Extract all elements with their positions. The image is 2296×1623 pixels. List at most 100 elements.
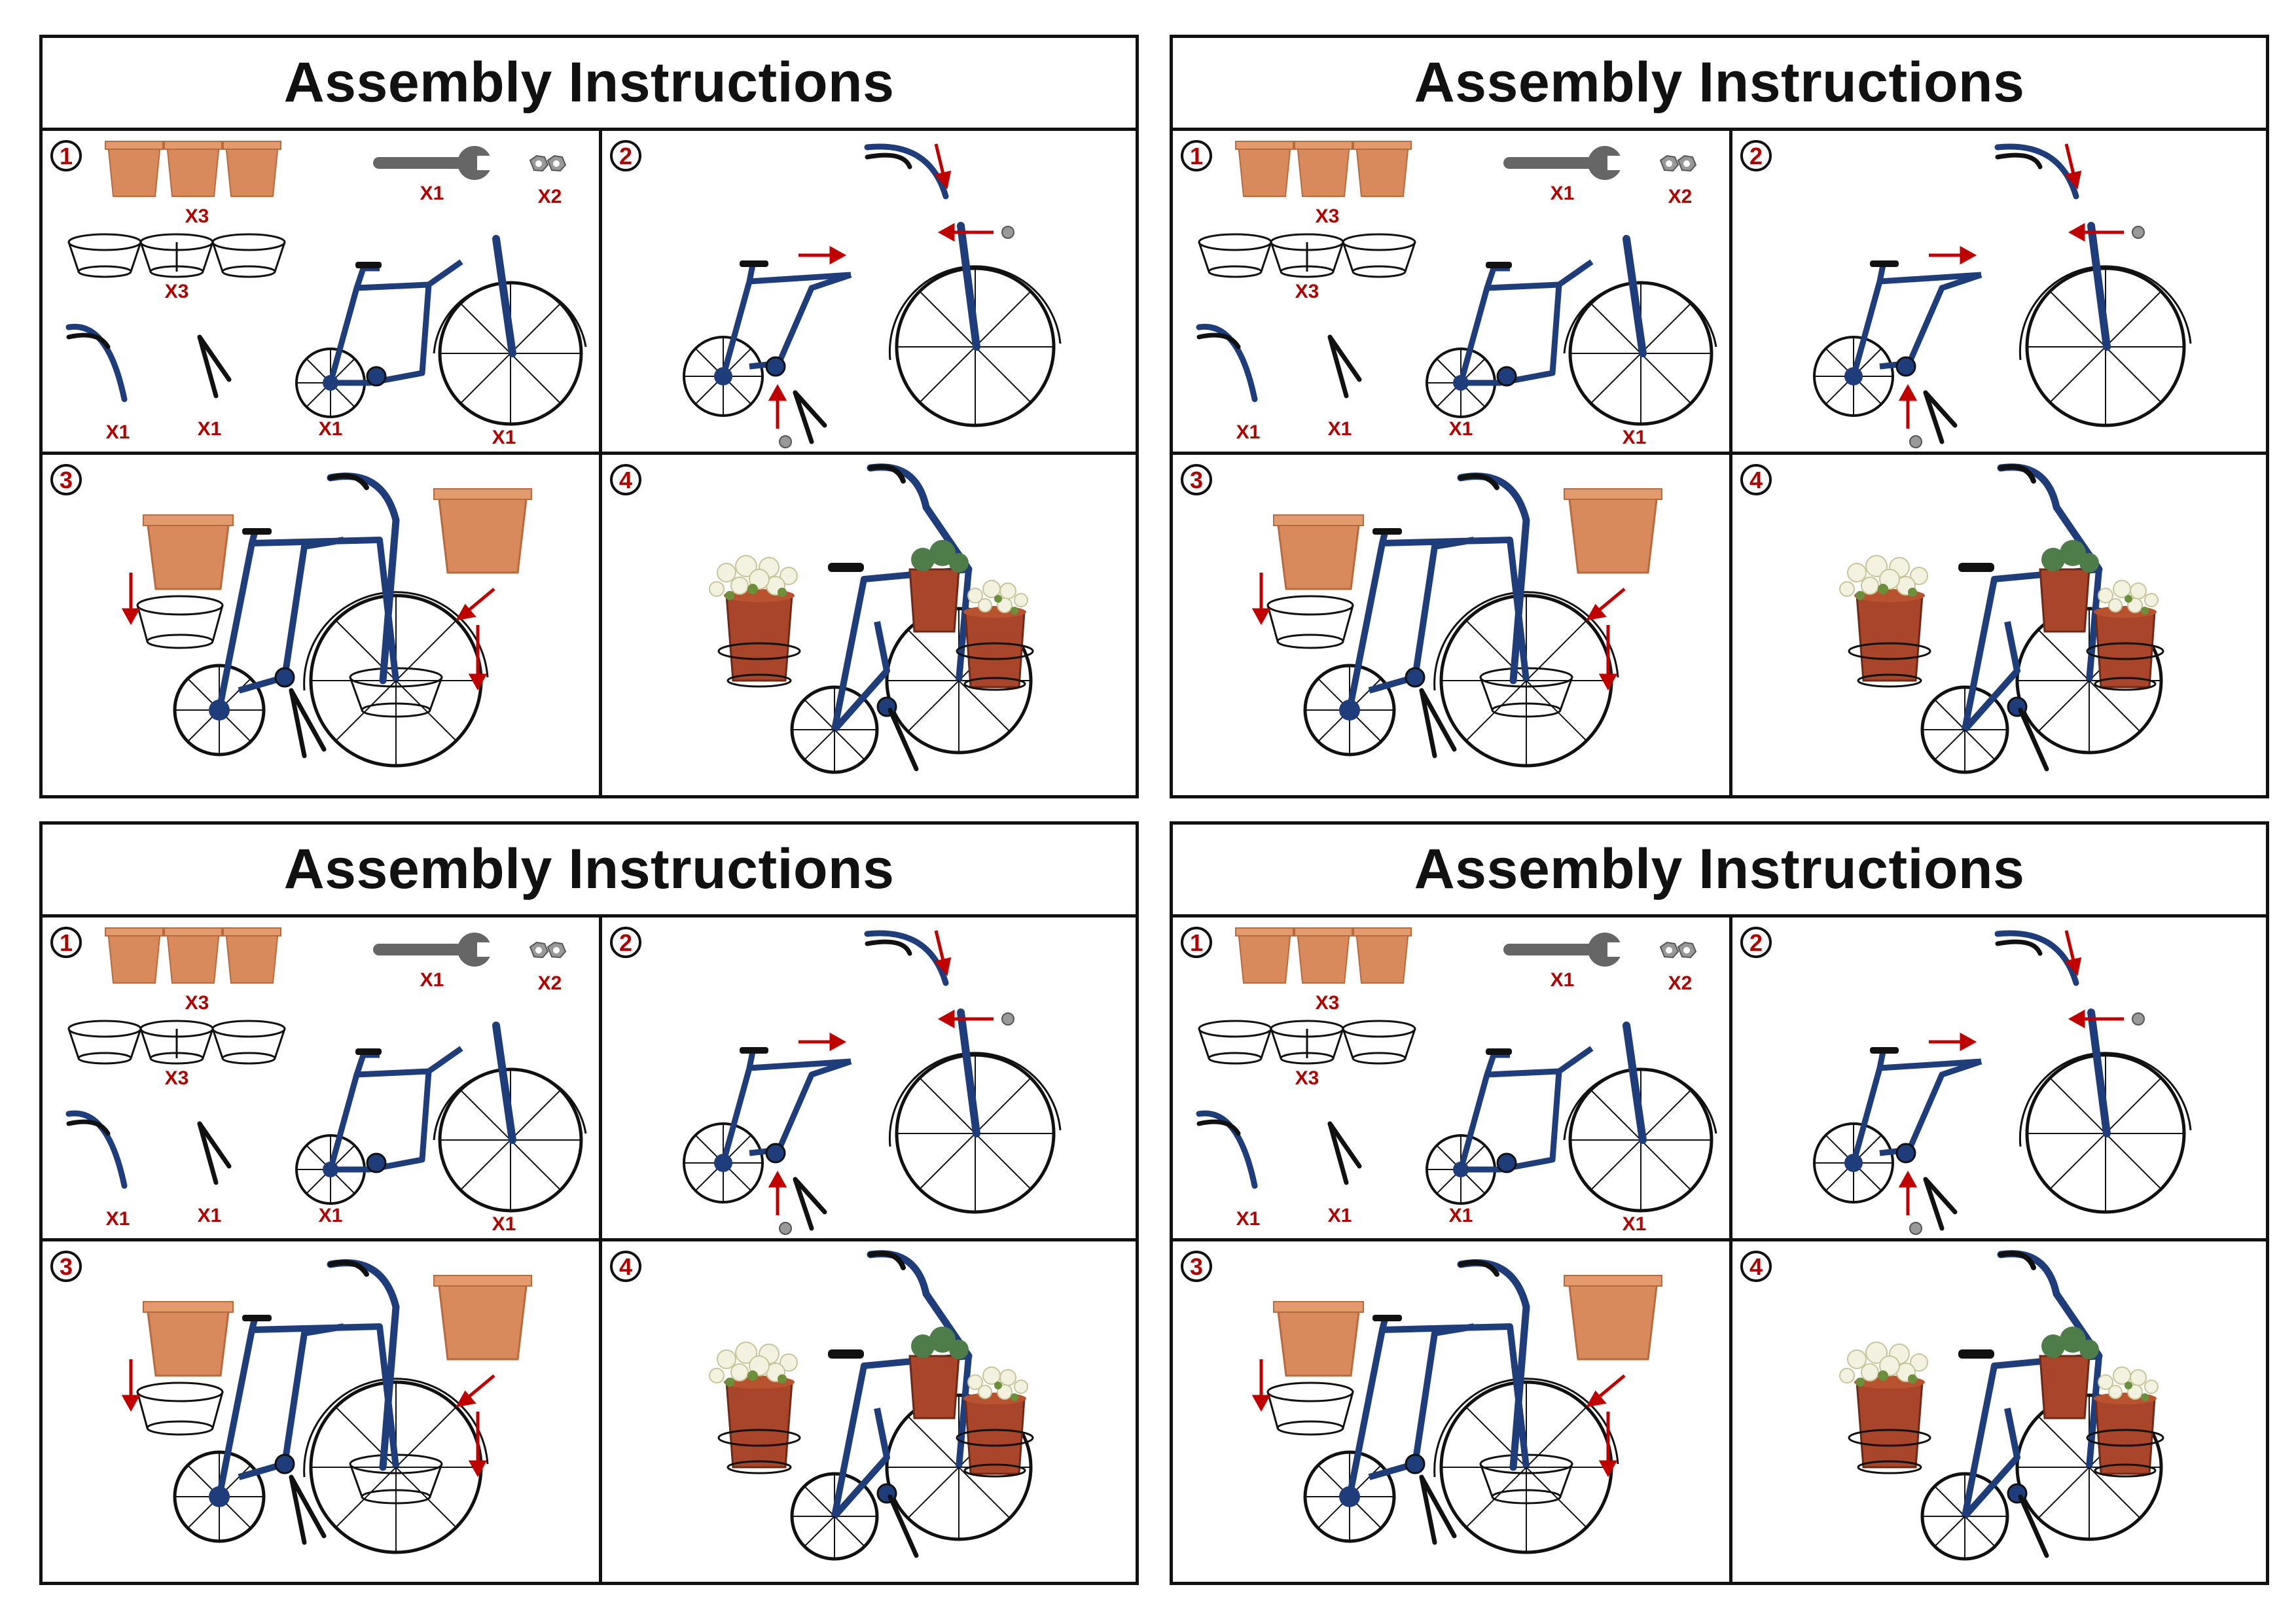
step-2-panel: 2 [1732, 131, 2272, 452]
stand-icon [197, 334, 232, 399]
finished-planter-icon [1839, 463, 2164, 774]
bicycle-icon [173, 473, 489, 768]
divider [1173, 452, 2266, 455]
basket-icon [67, 1020, 286, 1065]
step-1-panel: 1 X3 X1 [43, 131, 599, 452]
bicycle-frame-icon [1813, 1047, 1982, 1204]
stand-icon [793, 390, 827, 444]
frame-qty: X1 [319, 418, 343, 440]
finished-planter-icon [709, 1250, 1034, 1561]
red-arrow-icon [1898, 143, 2124, 429]
divider [1729, 914, 1732, 1582]
frame-icon [295, 1046, 463, 1205]
divider [1729, 128, 1732, 795]
bicycle-frame-icon [1813, 260, 1982, 417]
nuts-qty: X2 [1668, 186, 1693, 207]
front-wheel-icon [1563, 1022, 1717, 1213]
sheet-title: Assembly Instructions [43, 38, 1136, 131]
red-arrow-icon [768, 930, 994, 1215]
pots-qty: X3 [185, 205, 209, 227]
instruction-sheet: Assembly Instructions 1 X3 [1170, 821, 2269, 1585]
sheet-title: Assembly Instructions [1173, 38, 2266, 131]
handlebar-icon [1196, 1110, 1258, 1189]
front-wheel-icon [433, 235, 587, 426]
handlebar-icon [864, 143, 949, 200]
wrench-qty: X1 [420, 969, 444, 991]
nut-icon [1659, 154, 1697, 172]
wrench-icon [373, 933, 497, 967]
wrench-qty: X1 [1551, 969, 1575, 991]
step-number: 1 [1190, 143, 1203, 169]
pots-qty: X3 [185, 992, 209, 1014]
stand-qty: X1 [198, 1205, 222, 1226]
divider [599, 128, 602, 795]
step-3-panel: 3 [1173, 1241, 1729, 1569]
pot-icon [1235, 141, 1412, 197]
nut-icon [1659, 941, 1697, 959]
handlebar-icon [1196, 323, 1258, 402]
pot-icon [143, 1275, 532, 1377]
step-number: 2 [1749, 143, 1763, 169]
divider [43, 1238, 1136, 1241]
step-3-panel: 3 [43, 455, 599, 782]
bicycle-icon [1303, 1259, 1619, 1554]
front-wheel-icon [888, 1008, 1062, 1214]
step-3-panel: 3 [1173, 455, 1729, 782]
instruction-sheet: Assembly Instructions 1 X3 [39, 35, 1139, 798]
step-number: 4 [1749, 1253, 1763, 1280]
stand-icon [1327, 334, 1362, 399]
step-1-panel: 1 X3 X1 [1173, 918, 1729, 1238]
front-wheel-icon [2018, 222, 2192, 427]
front-wheel-icon [1563, 235, 1717, 426]
handlebar-qty: X1 [1236, 1208, 1261, 1230]
pot-icon [105, 927, 281, 984]
step-1-panel: 1 X3 X1 [1173, 131, 1729, 452]
nut-icon [1909, 226, 2145, 448]
instruction-sheet: Assembly Instructions 1 X3 [39, 821, 1139, 1585]
front-wheel-qty: X1 [492, 427, 516, 448]
pot-icon [1235, 927, 1412, 984]
handlebar-qty: X1 [106, 421, 130, 443]
frame-qty: X1 [1449, 418, 1473, 440]
stand-icon [1923, 390, 1958, 444]
red-arrow-icon [121, 1359, 495, 1478]
basket-icon [67, 233, 286, 278]
step-number: 2 [619, 929, 632, 956]
nuts-qty: X2 [538, 972, 562, 994]
front-wheel-qty: X1 [1623, 1213, 1647, 1235]
stand-qty: X1 [1328, 1205, 1352, 1226]
handlebar-qty: X1 [106, 1208, 130, 1230]
instruction-sheet: Assembly Instructions 1 X3 [1170, 35, 2269, 798]
wrench-icon [373, 146, 497, 180]
step-number: 2 [1749, 929, 1763, 956]
stand-icon [793, 1177, 827, 1231]
step-number: 3 [1190, 467, 1203, 493]
stand-icon [197, 1121, 232, 1185]
finished-planter-icon [1839, 1250, 2164, 1561]
step-4-panel: 4 [602, 1241, 1142, 1569]
handlebar-icon [65, 323, 128, 402]
step-4-panel: 4 [602, 455, 1142, 782]
stand-qty: X1 [1328, 418, 1352, 440]
step-2-panel: 2 [1732, 918, 2272, 1238]
nut-icon [1909, 1012, 2145, 1235]
finished-planter-icon [709, 463, 1034, 774]
frame-qty: X1 [319, 1205, 343, 1226]
nut-icon [779, 226, 1014, 448]
front-wheel-icon [2018, 1008, 2192, 1214]
step-number: 4 [619, 1253, 632, 1280]
handlebar-qty: X1 [1236, 421, 1261, 443]
step-number: 3 [60, 467, 73, 493]
step-number: 1 [1190, 929, 1203, 956]
frame-icon [1426, 1046, 1594, 1205]
pot-icon [143, 488, 532, 590]
basket-icon [1198, 1020, 1416, 1065]
step-2-panel: 2 [602, 131, 1142, 452]
divider [599, 914, 602, 1582]
pots-qty: X3 [1316, 992, 1340, 1014]
pot-icon [1273, 488, 1662, 590]
nut-icon [529, 941, 567, 959]
front-wheel-qty: X1 [492, 1213, 516, 1235]
wrench-icon [1503, 933, 1627, 967]
handlebar-icon [864, 930, 949, 986]
